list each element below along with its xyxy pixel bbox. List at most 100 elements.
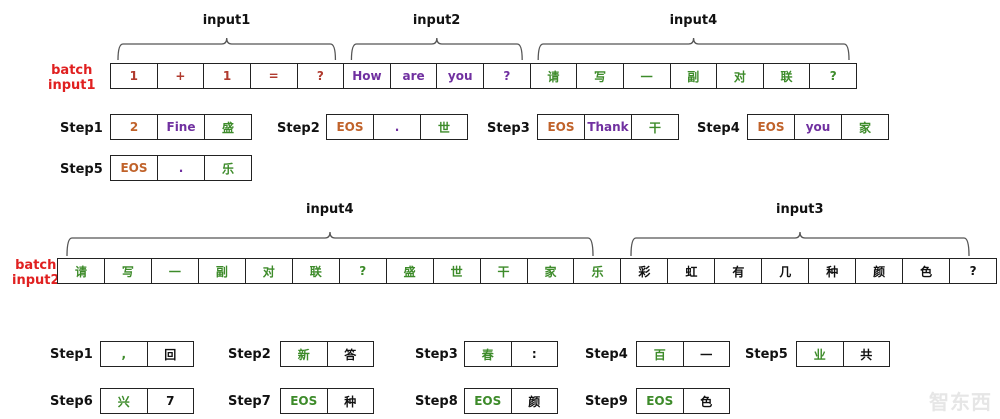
token-cell: 对	[244, 259, 292, 283]
step-label: Step2	[277, 121, 320, 136]
token-cell: 写	[103, 259, 151, 283]
token-cell: 对	[716, 64, 763, 88]
token-cell: 几	[761, 259, 808, 283]
group-label-input4: input4	[306, 202, 354, 217]
token-cell: 颜	[510, 389, 558, 413]
step-label: Step4	[585, 347, 628, 362]
group-label-input3: input3	[776, 202, 824, 217]
token-cell: Thank	[584, 115, 631, 139]
token-cell: 2	[129, 120, 139, 134]
token-cell: 请	[74, 264, 87, 279]
token-cell: EOS	[120, 161, 148, 175]
token-cell: ?	[338, 259, 386, 283]
step-label: Step3	[487, 121, 530, 136]
token-cell: 联	[291, 259, 339, 283]
token-cell: 业	[813, 347, 826, 362]
token-cell: 种	[808, 259, 855, 283]
token-cell: ?	[949, 259, 996, 283]
token-cell: 副	[197, 259, 245, 283]
group-brace	[66, 231, 594, 257]
step-row: 业共	[796, 341, 890, 367]
group-label-input2: input2	[412, 13, 461, 28]
token-cell: ,	[121, 347, 127, 361]
token-cell: 1	[203, 64, 250, 88]
token-cell: EOS	[290, 394, 318, 408]
token-cell: 虹	[667, 259, 714, 283]
token-cell: +	[156, 64, 204, 88]
step-label: Step3	[415, 347, 458, 362]
step-row: EOS.乐	[110, 155, 252, 181]
token-cell: 一	[622, 64, 670, 88]
token-cell: .	[373, 115, 420, 139]
token-cell: ?	[809, 64, 856, 88]
step-label: Step8	[415, 394, 458, 409]
step-row: EOS 色	[636, 388, 730, 414]
token-cell: 家	[841, 115, 888, 139]
token-cell: 色	[682, 389, 730, 413]
step-row: EOS.世	[326, 114, 468, 140]
token-cell: 兴	[117, 394, 130, 409]
group-label-input4: input4	[669, 13, 718, 28]
step-label: Step7	[228, 394, 271, 409]
token-cell: ?	[296, 64, 344, 88]
token-cell: 家	[526, 259, 574, 283]
token-cell: 共	[842, 342, 890, 366]
group-brace	[630, 231, 970, 257]
step-row: 新答	[280, 341, 374, 367]
step-label: Step1	[60, 121, 103, 136]
watermark: 智东西	[929, 390, 992, 414]
token-cell: 干	[631, 115, 678, 139]
token-cell: ?	[483, 64, 530, 88]
token-cell: EOS	[336, 120, 364, 134]
token-cell: 7	[146, 389, 194, 413]
token-cell: 1	[129, 69, 138, 83]
token-cell: :	[510, 342, 558, 366]
token-cell: 盛	[204, 115, 251, 139]
group-brace	[350, 37, 523, 61]
token-cell: 世	[420, 115, 467, 139]
token-cell: 回	[146, 342, 194, 366]
token-cell: How	[343, 64, 390, 88]
token-cell: you	[436, 64, 483, 88]
token-cell: 有	[714, 259, 761, 283]
token-cell: 春	[481, 347, 494, 362]
batch-input1-label: batch input1	[48, 63, 96, 93]
batch-input2-row: 请写一副对联?盛世干家乐彩虹有几种颜色?	[57, 258, 997, 284]
token-cell: 百	[653, 347, 666, 362]
token-cell: 颜	[855, 259, 902, 283]
token-cell: 请	[529, 64, 577, 88]
token-cell: 答	[326, 342, 374, 366]
token-cell: EOS	[547, 120, 575, 134]
token-cell: 色	[902, 259, 949, 283]
step-label: Step5	[745, 347, 788, 362]
group-label-input1: input1	[202, 13, 251, 28]
token-cell: you	[794, 115, 841, 139]
token-cell: EOS	[474, 394, 502, 408]
step-row: 春:	[464, 341, 558, 367]
token-cell: 一	[682, 342, 730, 366]
step-row: EOS 颜	[464, 388, 558, 414]
token-cell: are	[389, 64, 437, 88]
token-cell: 世	[432, 259, 480, 283]
batch-input2-label: batch input2	[12, 258, 60, 288]
token-cell: EOS	[646, 394, 674, 408]
step-label: Step6	[50, 394, 93, 409]
token-cell: 副	[669, 64, 717, 88]
step-label: Step5	[60, 162, 103, 177]
step-label: Step2	[228, 347, 271, 362]
token-cell: 写	[576, 64, 623, 88]
token-cell: 盛	[385, 259, 433, 283]
token-cell: Fine	[157, 115, 204, 139]
token-cell: 彩	[620, 259, 667, 283]
step-label: Step4	[697, 121, 740, 136]
token-cell: 联	[762, 64, 810, 88]
group-brace	[117, 37, 337, 61]
token-cell: EOS	[757, 120, 785, 134]
step-row: ,回	[100, 341, 194, 367]
token-cell: 新	[297, 347, 310, 362]
step-label: Step1	[50, 347, 93, 362]
